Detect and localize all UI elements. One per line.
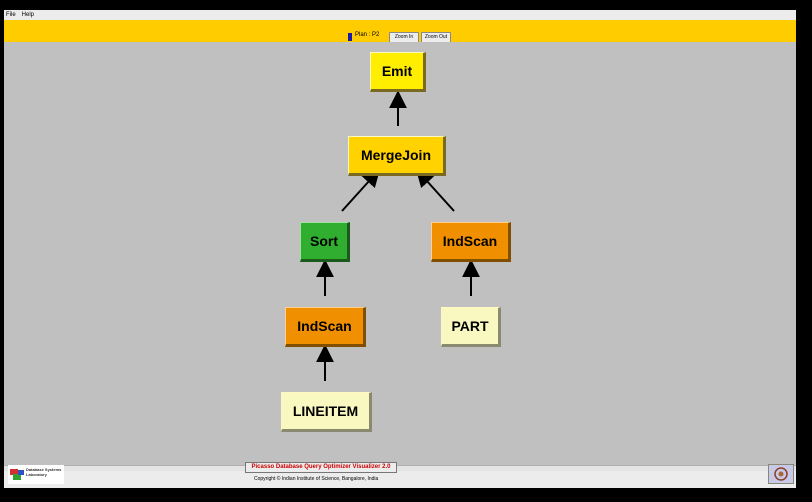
- edge-sort-mergejoin: [341, 168, 381, 212]
- node-part[interactable]: PART: [441, 307, 501, 347]
- menu-bar: File Help: [4, 10, 796, 20]
- node-mergejoin[interactable]: MergeJoin: [348, 136, 446, 176]
- footer: [4, 471, 796, 488]
- toolbar: Plan : P2 Zoom In Zoom Out: [4, 20, 796, 43]
- copyright-text: Copyright © Indian Institute of Science,…: [254, 476, 379, 482]
- node-indscan-part[interactable]: IndScan: [431, 222, 511, 262]
- menu-help[interactable]: Help: [21, 12, 35, 18]
- node-sort[interactable]: Sort: [300, 222, 350, 262]
- menu-file[interactable]: File: [6, 12, 16, 18]
- node-lineitem[interactable]: LINEITEM: [281, 392, 372, 432]
- dsl-logo-icon: [10, 469, 24, 480]
- dsl-logo: Database Systems Laboratory: [8, 465, 64, 484]
- plan-label: Plan : P2: [355, 32, 380, 38]
- node-emit[interactable]: Emit: [370, 52, 426, 92]
- horizontal-scrollbar[interactable]: [4, 465, 796, 471]
- edge-indscan-mergejoin: [415, 168, 455, 212]
- tree-edges: [316, 90, 480, 381]
- iisc-emblem-icon: [774, 467, 788, 481]
- app-window: File Help Plan : P2 Zoom In Zoom Out Emit…: [4, 10, 796, 488]
- dsl-logo-text: Database Systems Laboratory: [26, 467, 62, 477]
- plan-tree-canvas: Emit MergeJoin Sort IndScan IndScan PART…: [4, 42, 796, 465]
- iisc-logo: [768, 464, 794, 484]
- app-title: Picasso Database Query Optimizer Visuali…: [245, 462, 397, 473]
- node-indscan-lineitem[interactable]: IndScan: [285, 307, 366, 347]
- plan-color-swatch: [348, 33, 352, 41]
